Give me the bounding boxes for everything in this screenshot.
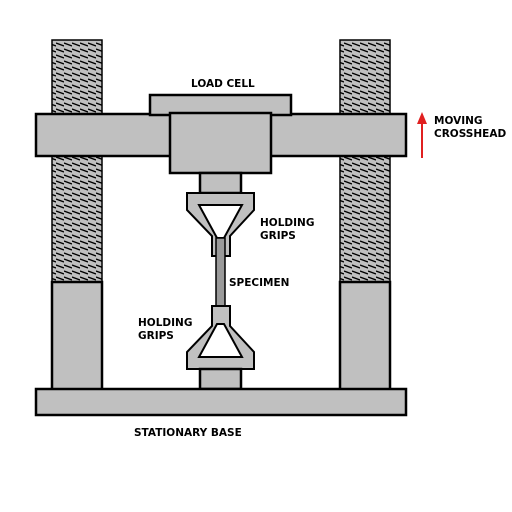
upper-holding-label: HOLDING xyxy=(260,217,315,229)
load-cell-label: LOAD CELL xyxy=(191,78,255,90)
stationary-base-label: STATIONARY BASE xyxy=(134,427,242,439)
lower-grip-opening xyxy=(197,323,244,358)
left-support-column xyxy=(50,280,104,392)
specimen-label: SPECIMEN xyxy=(229,277,290,289)
lower-grips-label: GRIPS xyxy=(138,330,174,342)
right-screw-column-lower xyxy=(339,155,391,283)
upper-grip-stem xyxy=(198,171,243,195)
lower-grip-stem xyxy=(198,367,243,391)
right-support-column xyxy=(338,280,392,392)
up-arrow-icon xyxy=(417,112,427,158)
upper-grips-label: GRIPS xyxy=(260,230,296,242)
moving-label: MOVING xyxy=(434,115,483,127)
crosshead-left-arm xyxy=(34,112,174,158)
load-cell-body xyxy=(168,111,273,175)
lower-holding-label: HOLDING xyxy=(138,317,193,329)
crosshead-right-arm xyxy=(268,112,408,158)
right-screw-column-upper xyxy=(339,39,391,115)
left-screw-column-lower xyxy=(51,155,103,283)
stationary-base xyxy=(34,387,408,417)
crosshead-label: CROSSHEAD xyxy=(434,128,507,140)
left-screw-column-upper xyxy=(51,39,103,115)
